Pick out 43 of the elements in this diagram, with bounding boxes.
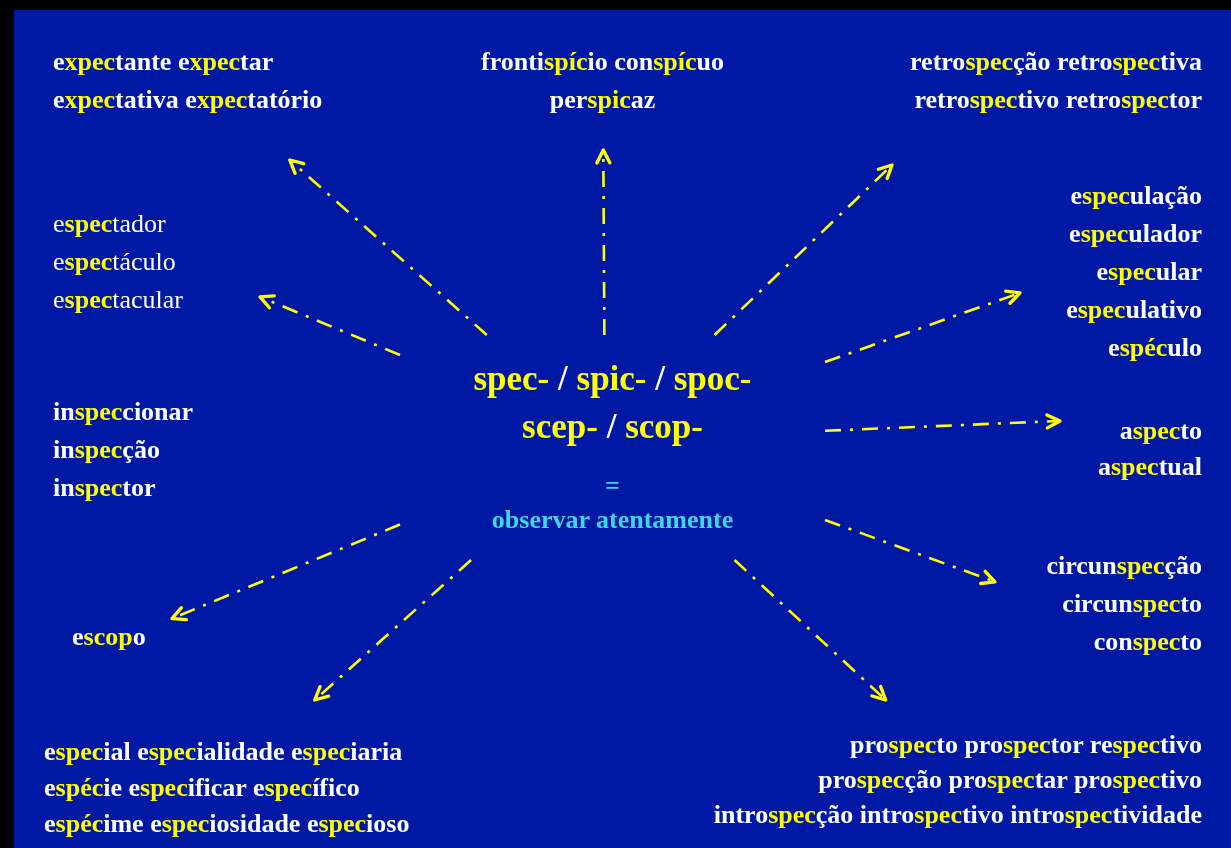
word-line: aspecto bbox=[1119, 415, 1202, 447]
word-line: expectante expectar bbox=[53, 46, 274, 78]
word-line: retrospecção retrospectiva bbox=[910, 46, 1202, 78]
word-line: prospecto prospector respectivo bbox=[850, 729, 1202, 761]
word-line: perspicaz bbox=[549, 84, 656, 116]
word-line: aspectual bbox=[1098, 451, 1202, 483]
dash-dot-arrow bbox=[733, 559, 888, 702]
word-line: espéculo bbox=[1108, 332, 1202, 364]
word-line: espectáculo bbox=[53, 246, 176, 278]
word-line: prospecção prospectar prospectivo bbox=[818, 764, 1202, 796]
word-line: especulador bbox=[1069, 218, 1202, 250]
dash-dot-arrow bbox=[258, 294, 401, 357]
word-line: conspecto bbox=[1093, 626, 1202, 658]
dash-dot-arrow bbox=[595, 148, 612, 335]
word-line: espectador bbox=[53, 208, 166, 240]
word-line: expectativa expectatório bbox=[53, 84, 323, 116]
dash-dot-arrow bbox=[288, 158, 488, 336]
word-line: circunspecção bbox=[1046, 550, 1202, 582]
word-line: espécime especiosidade especioso bbox=[44, 808, 410, 840]
dash-dot-arrow bbox=[824, 413, 1062, 433]
word-line: escopo bbox=[72, 621, 146, 653]
dash-dot-arrow bbox=[824, 289, 1022, 364]
dash-dot-arrow bbox=[824, 518, 997, 586]
word-line: especulação bbox=[1070, 180, 1202, 212]
equals-sign: = bbox=[605, 470, 620, 502]
dash-dot-arrow bbox=[170, 523, 401, 622]
word-line: espécie especificar específico bbox=[44, 772, 360, 804]
word-line: inspecção bbox=[53, 434, 160, 466]
dash-dot-arrow bbox=[313, 559, 472, 702]
word-line: inspector bbox=[53, 472, 156, 504]
word-line: frontispício conspícuo bbox=[481, 46, 724, 78]
word-line: especular bbox=[1096, 256, 1202, 288]
word-line: circunspecto bbox=[1062, 588, 1202, 620]
dash-dot-arrow bbox=[713, 163, 894, 336]
word-line: introspecção introspectivo introspectividade bbox=[713, 799, 1202, 831]
word-line: inspeccionar bbox=[53, 396, 194, 428]
root-heading: scep- / scop- bbox=[522, 406, 703, 448]
word-line: retrospectivo retrospector bbox=[914, 84, 1202, 116]
word-line: especulativo bbox=[1066, 294, 1202, 326]
root-heading: spec- / spic- / spoc- bbox=[473, 358, 752, 400]
word-line: espectacular bbox=[53, 284, 183, 316]
word-line: especial especialidade especiaria bbox=[44, 736, 403, 768]
meaning-text: observar atentamente bbox=[491, 504, 734, 536]
